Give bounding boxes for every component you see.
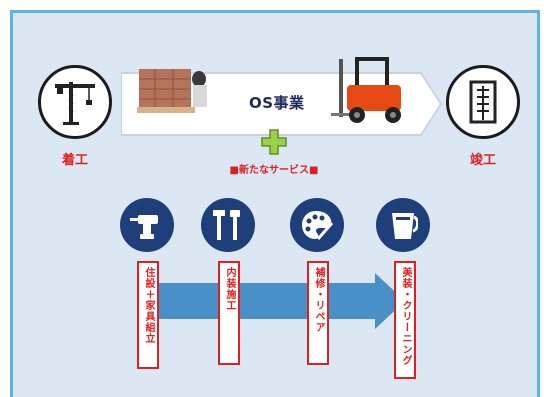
bucket-icon	[392, 213, 418, 239]
tools-service-icon	[201, 198, 255, 252]
drill-icon	[130, 215, 158, 239]
diagram-panel: OS事業 着工 竣工 ■新たなサービス■	[10, 10, 540, 397]
end-label: 竣工	[469, 153, 496, 168]
service-label: 美装・クリーニング	[400, 267, 411, 366]
building-icon	[469, 80, 497, 124]
service-label: 内装施工	[224, 267, 235, 311]
new-services-label: ■新たなサービス■	[229, 165, 319, 176]
service-flow-arrow	[143, 273, 405, 329]
bucket-service-icon	[376, 198, 430, 252]
process-label: OS事業	[249, 94, 305, 112]
plus-icon	[261, 129, 287, 155]
service-card-cleaning: 美装・クリーニング	[394, 261, 416, 379]
service-label: 補修・リペア	[313, 267, 324, 333]
service-card-assembly: 住設＋家具組立	[137, 261, 159, 369]
tools-icon	[213, 210, 240, 240]
palette-service-icon	[290, 198, 344, 252]
service-card-repair: 補修・リペア	[307, 261, 329, 365]
forklift-image	[331, 57, 401, 123]
crane-icon	[55, 82, 95, 125]
service-label: 住設＋家具組立	[143, 267, 154, 344]
boxes-image	[137, 69, 207, 113]
drill-service-icon	[120, 198, 174, 252]
start-label: 着工	[61, 153, 88, 168]
palette-icon	[302, 211, 334, 240]
service-card-interior: 内装施工	[218, 261, 240, 365]
start-endpoint	[38, 65, 112, 139]
end-endpoint	[446, 65, 520, 139]
